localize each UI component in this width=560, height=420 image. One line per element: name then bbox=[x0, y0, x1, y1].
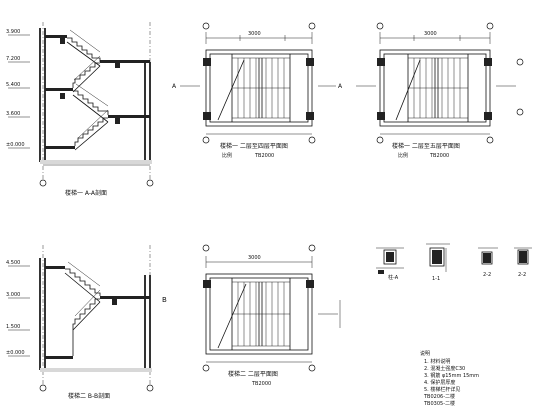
note-line: 4. 保护层厚度 bbox=[424, 379, 455, 386]
note-line: TB0305-二楼 bbox=[423, 400, 455, 407]
plan-2-scale: TB2000 bbox=[429, 153, 449, 159]
general-notes: 说明 1. 材料说明 2. 混凝土强度C30 3. 钢筋 φ15mm 15mm … bbox=[420, 350, 479, 407]
plan-1-scale-prefix: 比例 bbox=[222, 152, 232, 159]
note-line: 1. 材料说明 bbox=[424, 358, 450, 365]
svg-text:3000: 3000 bbox=[424, 31, 437, 37]
plan-2-title: 楼梯一 二层至五层平面图 bbox=[392, 142, 460, 150]
note-line: TB0206-二楼 bbox=[423, 393, 455, 400]
plan-3-title: 楼梯二 二层平面图 bbox=[228, 370, 278, 378]
svg-text:3.000: 3.000 bbox=[6, 292, 20, 298]
svg-text:3000: 3000 bbox=[248, 31, 261, 37]
svg-text:3.900: 3.900 bbox=[6, 29, 20, 35]
plan-2-scale-prefix: 比例 bbox=[398, 152, 408, 159]
svg-text:3.600: 3.600 bbox=[6, 111, 20, 117]
detail-2-label: 1-1 bbox=[432, 276, 440, 282]
plan-2-drawing: 3000 楼梯一 二层至五层平 bbox=[356, 22, 524, 159]
plan-1-drawing: 3000 A A bbox=[172, 22, 343, 159]
notes-heading: 说明 bbox=[420, 350, 430, 357]
section-a-drawing: 3.900 7.200 5.400 3.600 ±0.000 bbox=[6, 22, 154, 197]
detail-3-label: 2-2 bbox=[483, 272, 491, 278]
svg-text:7.200: 7.200 bbox=[6, 56, 20, 62]
plan-1-scale: TB2000 bbox=[254, 153, 274, 159]
svg-text:3000: 3000 bbox=[248, 255, 261, 261]
plan-1-cut-label: A bbox=[172, 83, 177, 90]
svg-text:5.400: 5.400 bbox=[6, 82, 20, 88]
section-b-title: 楼梯二 B-B剖面 bbox=[68, 392, 110, 400]
plan-3-scale: TB2000 bbox=[251, 381, 271, 387]
detail-1-label: 柱-A bbox=[388, 274, 399, 281]
section-b-drawing: 4.500 3.000 1.500 ±0.000 B 楼梯二 B-B剖面 bbox=[6, 245, 167, 400]
section-a-title: 楼梯一 A-A剖面 bbox=[65, 189, 107, 197]
svg-text:4.500: 4.500 bbox=[6, 260, 20, 266]
note-line: 2. 混凝土强度C30 bbox=[424, 365, 465, 372]
section-a-level-markers: 3.900 7.200 5.400 3.600 ±0.000 bbox=[6, 29, 30, 149]
plan-1-cut-label-right: A bbox=[338, 83, 343, 90]
plan-3-drawing: 3000 楼梯二 二层平面图 TB2000 bbox=[202, 244, 341, 387]
note-line: 5. 楼梯栏杆详见 bbox=[424, 386, 460, 393]
note-line: 3. 钢筋 φ15mm 15mm bbox=[424, 372, 479, 379]
plan-1-title: 楼梯一 二层至四层平面图 bbox=[220, 142, 288, 150]
section-b-level-markers: 4.500 3.000 1.500 ±0.000 bbox=[6, 260, 30, 357]
svg-text:1.500: 1.500 bbox=[6, 324, 20, 330]
svg-text:±0.000: ±0.000 bbox=[6, 142, 25, 148]
svg-text:±0.000: ±0.000 bbox=[6, 350, 25, 356]
section-b-cut-mark: B bbox=[162, 296, 167, 304]
svg-text:2-2: 2-2 bbox=[518, 272, 526, 278]
detail-sections: 柱-A 1-1 2-2 2-2 bbox=[376, 243, 532, 282]
